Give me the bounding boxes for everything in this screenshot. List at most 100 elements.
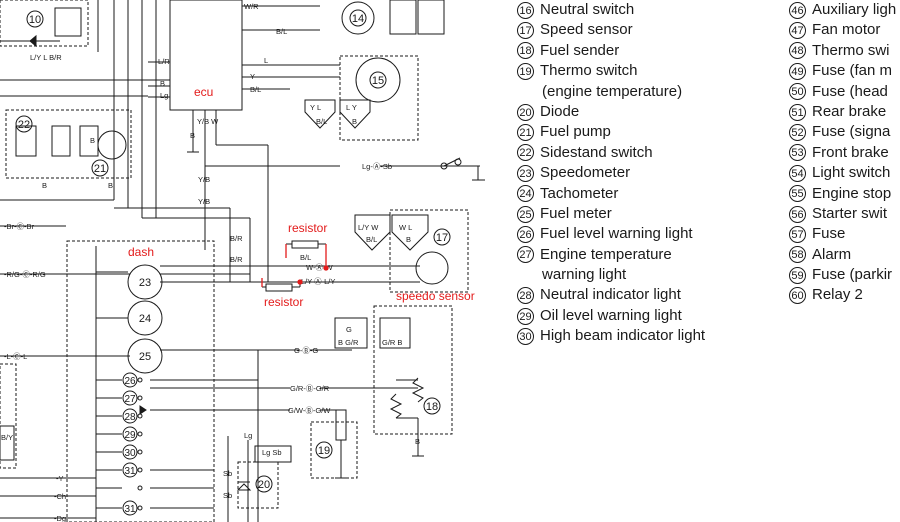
legend-label: Fuel sender [540, 41, 620, 59]
legend-label: Diode [540, 102, 580, 120]
connector-ybl [304, 99, 336, 129]
wire-label-gr2: G/R B [382, 338, 402, 347]
wire-label-y-l: L/Y L B/R [30, 53, 62, 62]
callout-30-text: 30 [124, 448, 136, 459]
wire-label-bl1: B/L [276, 27, 287, 36]
wire-label-b15: B [352, 117, 357, 126]
callout-23-text: 23 [139, 277, 151, 289]
legend-label: Fuel pump [540, 123, 611, 141]
wire-label-rg: -R/G-Ⓒ-R/G [4, 270, 46, 279]
callout-21-text: 21 [94, 163, 106, 175]
connector-box-left [0, 363, 17, 469]
legend-number: 19 [517, 62, 534, 80]
diode-10-symbol [29, 34, 37, 48]
resistor-bottom [265, 283, 293, 292]
legend-number: 51 [789, 103, 806, 121]
legend-number: 55 [789, 185, 806, 203]
legend-label: High beam indicator light [540, 327, 706, 345]
wire-label-lybw: L/Y W [358, 223, 379, 232]
connector-wr-bl [417, 0, 445, 35]
resistor-bottom-annotation: resistor [264, 295, 303, 309]
callout-27: 27 [122, 390, 138, 406]
callout-31: 31 [122, 462, 138, 478]
wire-label-bl3: B/L [300, 253, 311, 262]
legend-item: warning light [517, 265, 705, 285]
legend-item: 17 Speed sensor [517, 20, 705, 40]
callout-10-text: 10 [29, 14, 41, 26]
callout-20: 20 [255, 475, 273, 493]
legend-item: 18 Fuel sender [517, 41, 705, 61]
callout-20-text: 20 [258, 479, 270, 491]
wire-label-b21: B [108, 181, 113, 190]
legend-label: Speed sensor [540, 21, 633, 39]
legend-label: Fuse [812, 225, 846, 243]
resistor-top [291, 240, 319, 249]
speedometer-gauge [127, 264, 163, 300]
callout-10: 10 [26, 10, 44, 28]
callout-21: 21 [91, 159, 109, 177]
connector-box-15 [339, 55, 419, 141]
legend-item: (engine temperature) [517, 82, 705, 102]
legend-label: Thermo switch [540, 62, 638, 80]
legend-number: 25 [517, 205, 534, 223]
component-number-labels: 10 14 15 17 18 19 20 21 22 23 24 25 26 2… [15, 9, 451, 516]
wire-label-yb1: Y/B [198, 175, 210, 184]
legend-label: Sidestand switch [540, 143, 653, 161]
ecu-box [169, 0, 243, 111]
annotations: ecu dash resistor resistor speedo sensor [128, 85, 475, 309]
connector-by [0, 425, 15, 461]
wire-label-sb2: Sb [223, 491, 232, 500]
legend-number: 56 [789, 205, 806, 223]
wire-label-l-l: -L-Ⓒ-L [4, 352, 27, 361]
thermo-switch-body [335, 409, 347, 441]
wire-label-b22: B [42, 181, 47, 190]
connector-y-l [389, 0, 417, 35]
legend-label: Neutral switch [540, 1, 635, 18]
dash-box [66, 240, 215, 522]
callout-18-text: 18 [426, 401, 438, 413]
wire-label-wl: W L [399, 223, 412, 232]
wire-label-b17: B [406, 235, 411, 244]
callout-15-text: 15 [372, 75, 384, 87]
callout-26: 26 [122, 372, 138, 388]
legend-number: 18 [517, 42, 534, 60]
wire-labels: W/R B/L L Y B/L L/R B Lg Y/B W B Y/B Y/B… [1, 2, 420, 522]
legend-label: Tachometer [540, 184, 619, 202]
red-junction-2 [297, 279, 303, 285]
wire-label-lg2: Lg [244, 431, 252, 440]
callout-25-text: 25 [139, 351, 151, 363]
tachometer-gauge [127, 300, 163, 336]
callout-31b-text: 31 [124, 504, 136, 515]
legend-number: 17 [517, 22, 534, 40]
wire-label-lg: Lg [160, 91, 168, 100]
connector-lyb [339, 99, 371, 129]
wire-label-l: L [264, 56, 268, 65]
wire-label-wr: W/R [244, 2, 259, 11]
callout-17-text: 17 [436, 232, 448, 244]
legend-label: Fuse (parkir [812, 266, 893, 284]
callout-27-text: 27 [124, 394, 136, 405]
fuel-meter-gauge [127, 338, 163, 374]
wire-label-gr: G/R-Ⓑ-G/R [290, 384, 330, 393]
component-14-circle [341, 1, 375, 35]
legend-label: Engine stop [812, 184, 892, 202]
wire-label-ly2: L Y [346, 103, 357, 112]
wire-label-br3: B/R [230, 255, 243, 264]
wire-label-ylb: Y L [310, 103, 321, 112]
callout-28: 28 [122, 408, 138, 424]
callout-26-text: 26 [124, 376, 136, 387]
callout-18: 18 [423, 397, 441, 415]
